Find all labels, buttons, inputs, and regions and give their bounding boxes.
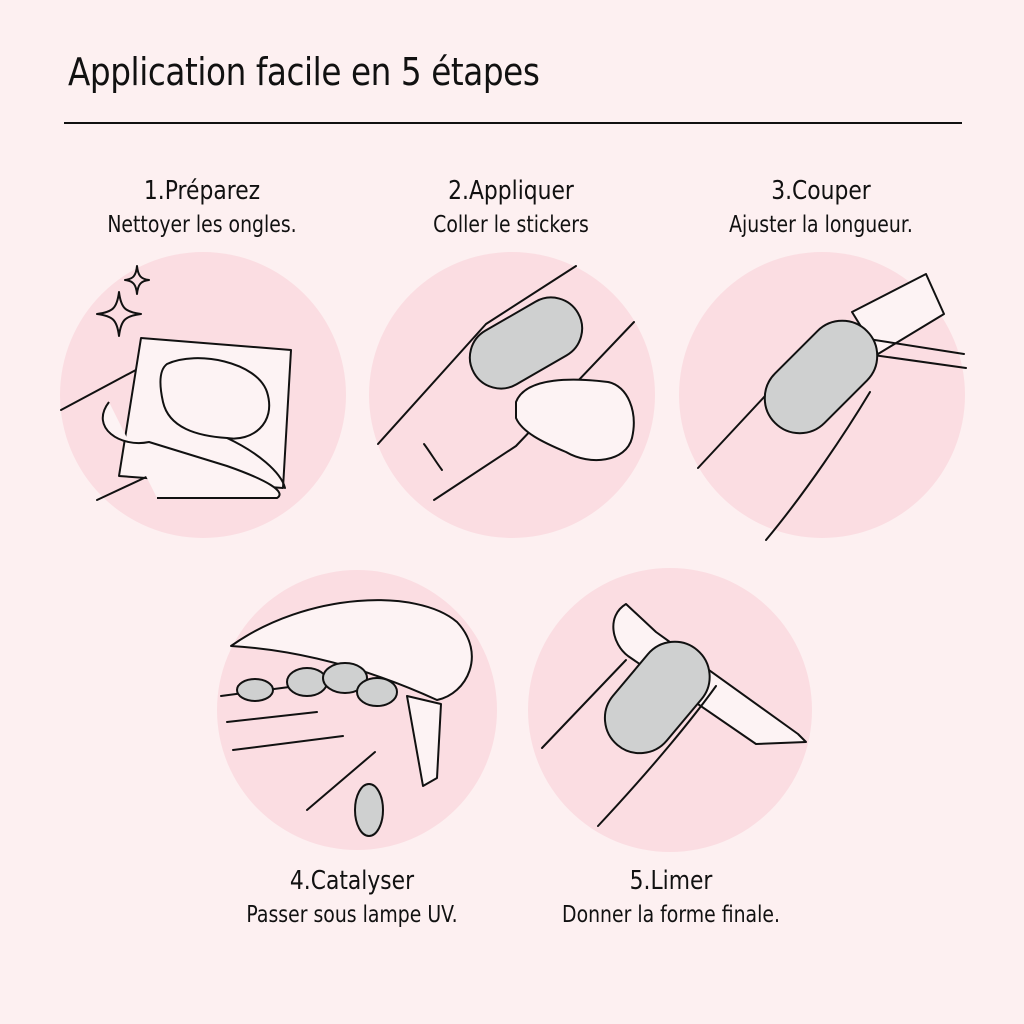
finger-lower bbox=[101, 401, 281, 499]
nail-1 bbox=[236, 678, 274, 702]
sparkle-large-icon bbox=[96, 291, 142, 337]
nail-sticker bbox=[763, 319, 879, 435]
nail-thumb bbox=[354, 783, 384, 837]
nail-sticker bbox=[603, 640, 711, 755]
step-2-title: 2.Appliquer bbox=[448, 176, 574, 206]
step-3-subtitle: Ajuster la longueur. bbox=[729, 212, 913, 238]
step-1-subtitle: Nettoyer les ongles. bbox=[107, 212, 297, 238]
step-5-illustration bbox=[528, 568, 812, 852]
step-2-apply: 2.Appliquer Coller le stickers bbox=[346, 176, 676, 538]
sparkle-small-icon bbox=[124, 265, 150, 295]
step-3-illustration bbox=[679, 252, 967, 541]
fingertip-nail bbox=[159, 357, 270, 440]
step-4-illustration bbox=[217, 570, 497, 850]
step-4-subtitle: Passer sous lampe UV. bbox=[246, 902, 458, 928]
step-1-prepare: 1.Préparez Nettoyer les ongles. bbox=[37, 176, 367, 538]
step-1-illustration bbox=[60, 252, 346, 538]
step-2-caption: 2.Appliquer Coller le stickers bbox=[346, 176, 676, 238]
nail-2 bbox=[286, 667, 328, 697]
step-2-illustration bbox=[369, 252, 655, 538]
step-1-title: 1.Préparez bbox=[143, 176, 261, 206]
nail-sticker bbox=[468, 296, 584, 390]
step-2-subtitle: Coller le stickers bbox=[433, 212, 589, 238]
step-5-file: 5.Limer Donner la forme finale. bbox=[506, 568, 836, 928]
step-5-caption: 5.Limer Donner la forme finale. bbox=[506, 866, 836, 928]
uv-lamp bbox=[230, 599, 473, 701]
thumb bbox=[515, 378, 635, 462]
page-title: Application facile en 5 étapes bbox=[68, 50, 540, 94]
step-5-subtitle: Donner la forme finale. bbox=[562, 902, 780, 928]
step-3-title: 3.Couper bbox=[771, 176, 871, 206]
step-1-caption: 1.Préparez Nettoyer les ongles. bbox=[37, 176, 367, 238]
step-4-cure: 4.Catalyser Passer sous lampe UV. bbox=[187, 570, 517, 928]
step-4-caption: 4.Catalyser Passer sous lampe UV. bbox=[187, 866, 517, 928]
title-divider bbox=[64, 122, 962, 124]
step-3-caption: 3.Couper Ajuster la longueur. bbox=[656, 176, 986, 238]
step-3-cut: 3.Couper Ajuster la longueur. bbox=[656, 176, 986, 541]
nail-4 bbox=[356, 677, 398, 707]
step-5-title: 5.Limer bbox=[629, 866, 713, 896]
step-4-title: 4.Catalyser bbox=[289, 866, 415, 896]
nail-3 bbox=[322, 662, 368, 694]
uv-lamp-stand bbox=[406, 695, 442, 787]
